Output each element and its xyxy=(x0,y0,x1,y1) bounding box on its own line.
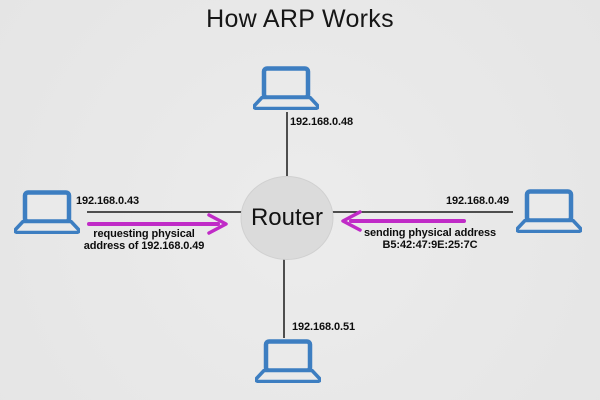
router-label: Router xyxy=(250,204,324,231)
laptop-left-icon xyxy=(15,193,79,233)
laptop-bottom-icon xyxy=(256,342,320,382)
diagram-title: How ARP Works xyxy=(206,5,394,33)
laptop-right-icon xyxy=(517,192,581,232)
arp-reply-arrow xyxy=(341,210,466,232)
laptop-top-icon xyxy=(254,69,318,109)
arp-reply-note-line2: B5:42:47:9E:25:7C xyxy=(382,239,478,251)
ip-label-right: 192.168.0.49 xyxy=(446,195,510,207)
arp-request-arrow xyxy=(87,213,228,235)
arp-reply-note-line1: sending physical address xyxy=(363,227,497,239)
router-node xyxy=(240,176,334,260)
arp-request-note-line1: requesting physical xyxy=(93,228,195,240)
arp-reply-note: sending physical address B5:42:47:9E:25:… xyxy=(355,227,505,251)
arp-request-note-line2: address of 192.168.0.49 xyxy=(83,240,205,252)
arp-request-note: requesting physical address of 192.168.0… xyxy=(64,228,224,252)
ip-label-bottom: 192.168.0.51 xyxy=(292,321,356,333)
ip-label-left: 192.168.0.43 xyxy=(76,195,140,207)
ip-label-top: 192.168.0.48 xyxy=(290,116,354,128)
